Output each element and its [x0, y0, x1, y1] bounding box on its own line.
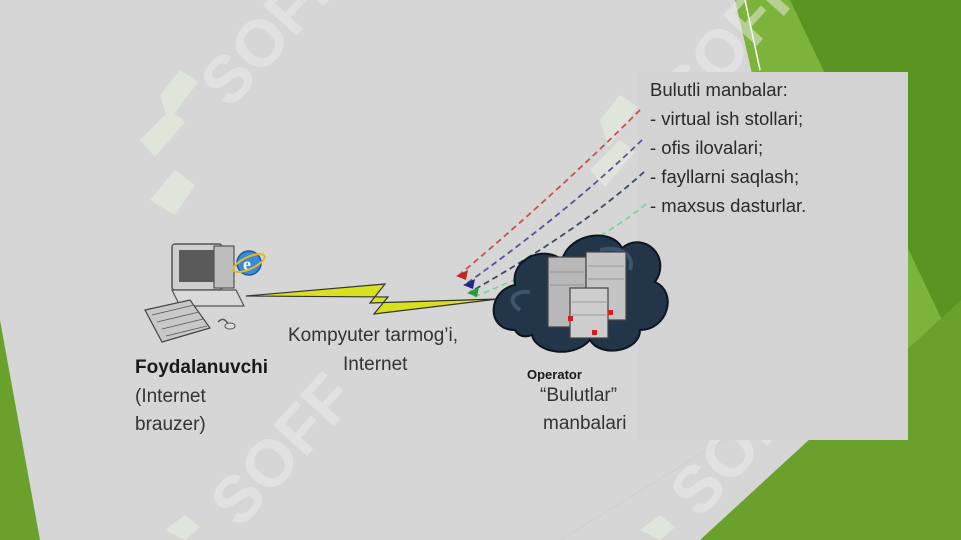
- resources-list: Bulutli manbalar: - virtual ish stollari…: [650, 75, 806, 220]
- resource-item: - virtual ish stollari;: [650, 108, 804, 129]
- watermark-logo: [140, 70, 675, 540]
- arrow-virtual-desktops: [457, 109, 641, 277]
- decor-line: [744, 0, 761, 71]
- user-line-1: (Internet: [135, 386, 206, 407]
- lightning-bolt-icon: [245, 283, 499, 315]
- server-icon: [547, 251, 627, 339]
- green-triangle-left: [0, 320, 40, 540]
- resources-panel: [638, 72, 908, 440]
- internet-explorer-icon: e: [232, 250, 266, 276]
- user-title: Foydalanuvchi: [135, 357, 269, 378]
- arrowhead-green: [467, 287, 479, 297]
- resource-item: - ofis ilovalari;: [650, 137, 764, 158]
- user-line-2: brauzer): [135, 414, 206, 435]
- network-line-1: Kompyuter tarmog’i,: [288, 325, 459, 346]
- operator-line-2: manbalari: [543, 413, 627, 434]
- resource-item: - fayllarni saqlash;: [650, 166, 800, 187]
- arrow-file-storage: [469, 171, 645, 293]
- resources-heading: Bulutli manbalar:: [650, 79, 788, 100]
- computer-icon: [144, 243, 245, 343]
- arrowhead-red: [456, 270, 468, 280]
- network-line-2: Internet: [343, 354, 408, 375]
- decor-line: [559, 429, 741, 540]
- arrowhead-blue: [463, 279, 475, 289]
- svg-text:e: e: [243, 254, 251, 274]
- operator-line-1: “Bulutlar”: [540, 385, 618, 406]
- operator-caption: Operator: [527, 367, 582, 382]
- arrow-office-apps: [465, 139, 643, 285]
- resource-item: - maxsus dasturlar.: [650, 195, 807, 216]
